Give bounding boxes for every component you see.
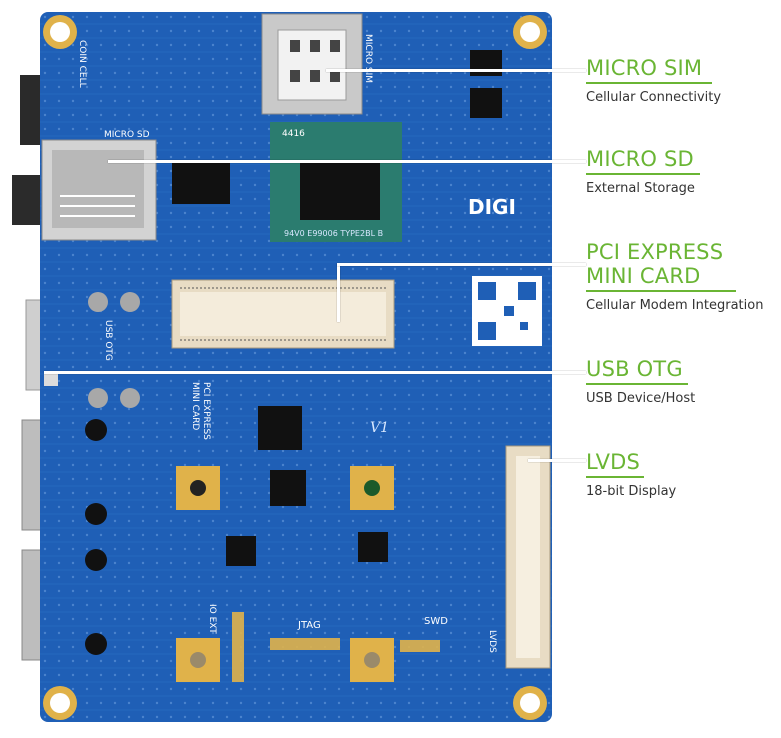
callout-pci-express: PCI EXPRESS MINI CARD Cellular Modem Int…	[586, 240, 764, 313]
pci-express-board-label: PCI EXPRESS	[201, 382, 211, 440]
callout-micro-sd: MICRO SD External Storage	[586, 147, 700, 196]
swd-label: SWD	[424, 616, 448, 627]
callout-subtitle: Cellular Connectivity	[586, 90, 722, 105]
callout-usb-otg: USB OTG USB Device/Host	[586, 357, 696, 406]
chip-id-label: 4416	[282, 129, 305, 139]
brand-logo: DIGI	[468, 195, 516, 219]
callout-micro-sim: MICRO SIM Cellular Connectivity	[586, 56, 722, 105]
callout-title: MICRO SIM	[586, 56, 703, 80]
processor-chip	[172, 160, 230, 204]
micro-sd-board-label: MICRO SD	[104, 130, 150, 140]
callout-title: LVDS	[586, 450, 641, 474]
micro-sim-board-label: MICRO SIM	[363, 34, 373, 83]
callout-subtitle: 18-bit Display	[586, 484, 677, 499]
callout-subtitle: External Storage	[586, 181, 695, 196]
leader-pcie	[337, 263, 586, 266]
coin-cell-label: COIN CELL	[77, 40, 87, 88]
ic-chip	[470, 50, 502, 76]
leader-pcie-vertical	[337, 264, 340, 322]
test-pads	[176, 466, 394, 682]
callout-lvds: LVDS 18-bit Display	[586, 450, 677, 499]
callout-subtitle: Cellular Modem Integration	[586, 298, 764, 313]
leader-micro-sim	[326, 69, 586, 72]
revision-label: V1	[370, 420, 389, 436]
leader-micro-sd	[108, 160, 586, 163]
callout-title: PCI EXPRESS MINI CARD	[586, 240, 724, 288]
usb-otg-board-label: USB OTG	[103, 320, 113, 361]
callout-title: MICRO SD	[586, 147, 694, 171]
callout-subtitle: USB Device/Host	[586, 391, 696, 406]
module-code-label: 94V0 E99006 TYPE2BL B	[284, 229, 383, 238]
mini-card-board-label: MINI CARD	[190, 382, 200, 430]
leader-usb-otg	[44, 371, 586, 374]
leader-lvds	[528, 459, 586, 462]
io-ext-label: IO EXT	[207, 604, 217, 634]
lvds-board-label: LVDS	[487, 630, 497, 653]
jtag-label: JTAG	[297, 620, 321, 631]
callout-title: USB OTG	[586, 357, 683, 381]
